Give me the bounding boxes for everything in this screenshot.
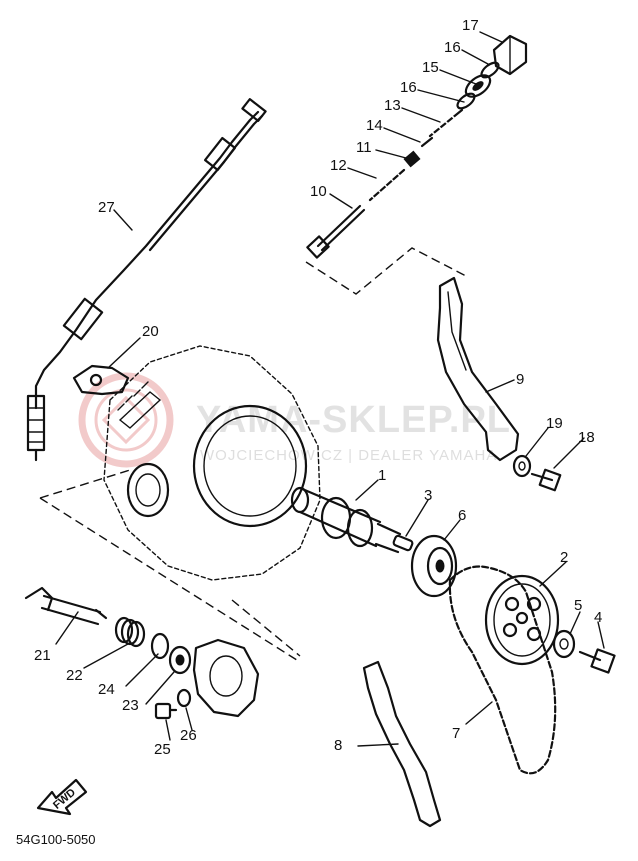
label-part-25: 25 xyxy=(154,741,171,758)
valve-part-10 xyxy=(306,204,366,259)
label-part-9: 9 xyxy=(516,371,524,388)
camshaft-part-1 xyxy=(290,486,402,554)
washer-part-19 xyxy=(512,454,532,478)
washer-part-5 xyxy=(552,629,576,659)
washer-part-26 xyxy=(176,688,192,708)
o-ring-part-16-upper xyxy=(480,61,500,79)
label-part-23: 23 xyxy=(122,697,139,714)
oil-seal-part-23 xyxy=(168,645,192,675)
washer-part-24 xyxy=(150,632,170,660)
reference-lines xyxy=(39,247,467,663)
label-part-21: 21 xyxy=(34,647,51,664)
sprocket-part-2 xyxy=(484,574,560,666)
o-ring-part-16-lower xyxy=(456,92,476,110)
label-part-4: 4 xyxy=(594,609,602,626)
label-part-7: 7 xyxy=(452,725,460,742)
label-part-18: 18 xyxy=(578,429,595,446)
pin-part-14 xyxy=(420,136,434,148)
leader-lines xyxy=(55,31,605,747)
label-part-5: 5 xyxy=(574,597,582,614)
catalog-code: 54G100-5050 xyxy=(16,832,96,847)
crankcase-cover-outline xyxy=(103,345,321,581)
label-part-2: 2 xyxy=(560,549,568,566)
label-part-10: 10 xyxy=(310,183,327,200)
label-part-24: 24 xyxy=(98,681,115,698)
label-part-22: 22 xyxy=(66,667,83,684)
label-part-17: 17 xyxy=(462,17,479,34)
shaft-part-21 xyxy=(24,586,108,626)
label-part-12: 12 xyxy=(330,157,347,174)
forward-direction-arrow: FWD xyxy=(36,778,88,816)
chain-guide-part-8 xyxy=(362,660,442,828)
label-part-13: 13 xyxy=(384,97,401,114)
lever-part-9 xyxy=(436,276,520,462)
dowel-pin-part-3 xyxy=(392,534,414,552)
watermark-logo xyxy=(78,372,174,468)
label-part-20: 20 xyxy=(142,323,159,340)
fwd-label: FWD xyxy=(51,786,78,811)
label-part-16-upper: 16 xyxy=(444,39,461,56)
cover-assembly xyxy=(192,638,260,718)
label-part-16-lower: 16 xyxy=(400,79,417,96)
label-part-19: 19 xyxy=(546,415,563,432)
spring-part-22 xyxy=(114,616,146,648)
label-part-14: 14 xyxy=(366,117,383,134)
label-part-1: 1 xyxy=(378,467,386,484)
hub-part-6 xyxy=(410,534,458,598)
label-part-3: 3 xyxy=(424,487,432,504)
label-part-11: 11 xyxy=(356,139,372,156)
part-labels: 17 16 15 16 13 14 11 12 10 27 20 9 18 19… xyxy=(34,17,602,758)
cam-chain-part-7 xyxy=(448,565,557,775)
spring-part-13 xyxy=(428,108,464,139)
bolt-part-18 xyxy=(530,468,562,492)
spring-part-12 xyxy=(368,168,406,203)
retainer-part-11 xyxy=(403,150,421,168)
label-part-8: 8 xyxy=(334,737,342,754)
watermark-subtitle: WOJCIECHOWICZ | DEALER YAMAHA xyxy=(200,447,497,464)
label-part-26: 26 xyxy=(180,727,197,744)
label-part-6: 6 xyxy=(458,507,466,524)
plug-part-17 xyxy=(492,34,528,76)
label-part-15: 15 xyxy=(422,59,439,76)
clutch-cable-part-27 xyxy=(26,98,267,462)
screw-part-25 xyxy=(154,702,178,720)
label-part-27: 27 xyxy=(98,199,115,216)
bolt-part-4 xyxy=(578,648,616,674)
